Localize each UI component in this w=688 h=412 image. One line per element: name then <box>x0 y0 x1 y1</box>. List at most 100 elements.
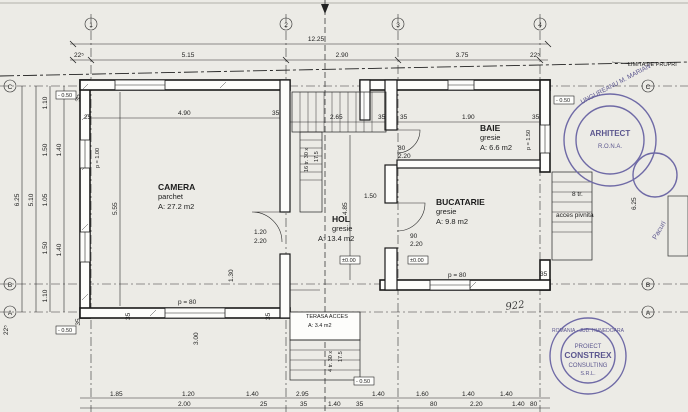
secondary-stamp <box>632 152 678 198</box>
dim-left-8: 22⁵ <box>3 325 10 335</box>
wall-stair-right <box>359 79 371 121</box>
dim-top-3: 2.90 <box>336 52 349 59</box>
dim-left-6: 1.40 <box>56 143 63 156</box>
level-tag-3: - 0.50 <box>58 328 72 334</box>
dim-sill-bucatarie: p = 80 <box>448 272 467 279</box>
dim-left-5: 1.10 <box>42 289 49 302</box>
dim-inner-5: 35 <box>532 114 540 121</box>
dim-door-baie-w: 80 <box>398 145 406 152</box>
dim-bottom-14: 80 <box>530 401 538 408</box>
dim-door-kit-w: 90 <box>410 233 418 240</box>
dim-door-kit-h: 2.20 <box>410 241 423 248</box>
dim-left-9: 35 <box>75 318 82 326</box>
dim-left-7: 1.40 <box>56 243 63 256</box>
stair-rise: 17.5 <box>314 151 320 162</box>
dim-inner-4: 35 <box>400 114 408 121</box>
dim-inner-3: 25 <box>84 114 92 121</box>
dim-top-2: 5.15 <box>182 52 195 59</box>
dim-bottom-12: 1.40 <box>500 391 513 398</box>
dim-bottom-7: 1.40 <box>372 391 385 398</box>
property-limit-label: LIMITA DE PROPRI <box>628 62 677 68</box>
room-baie-name: BAIE <box>480 123 501 133</box>
axis-label-1: 1 <box>89 22 93 29</box>
room-camera-finish: parchet <box>158 192 184 201</box>
basement-access-label: acces pivnita <box>556 212 594 219</box>
architect-stamp-sub: R.O.N.A. <box>598 144 622 150</box>
exterior-staircase: 4 tr. 30 x 17.5 <box>289 311 361 381</box>
room-bucatarie-name: BUCATARIE <box>436 197 485 207</box>
dim-inner-8: 35 <box>540 271 548 278</box>
company-stamp-line1: PROIECT <box>575 344 602 350</box>
axis-label-a: A <box>8 310 13 317</box>
company-stamp-line4: S.R.L. <box>580 371 596 377</box>
wall-camera-hol-upper <box>279 79 291 213</box>
doors <box>251 129 426 291</box>
dim-overall: 12.25 <box>308 36 325 43</box>
dim-door-camera-w: 1.20 <box>254 229 267 236</box>
dim-bottom-15: 25 <box>260 401 268 408</box>
level-tag-4: - 0.50 <box>356 379 370 385</box>
level-tag-hol: ±0.00 <box>342 258 356 264</box>
level-tag-kitchen: ±0.00 <box>410 258 424 264</box>
door-camera <box>251 211 283 243</box>
dim-left-4: 1.50 <box>42 241 49 254</box>
dim-left-overall: 6.25 <box>14 193 21 206</box>
room-bucatarie-finish: gresie <box>436 207 456 216</box>
dim-inner-6: 35 <box>125 312 132 320</box>
dim-hol-opening: 1.50 <box>364 193 377 200</box>
dim-top-5: 22⁵ <box>530 52 540 59</box>
ext-stair-count: 4 tr. 30 x <box>328 351 334 372</box>
section-arrow-icon <box>321 4 329 14</box>
room-labels: CAMERA parchet A: 27.2 m2 HOL gresie A: … <box>158 123 512 329</box>
dim-top-1: 22⁵ <box>74 52 84 59</box>
basement-stair-count: 8 tr. <box>572 191 583 198</box>
inner-dimensions: 4.90 35 2.65 35 1.90 25 35 35 35 35 35 5… <box>84 92 638 345</box>
basement-stair: 8 tr. acces pivnita <box>551 171 594 261</box>
property-limit: LIMITA DE PROPRI <box>0 61 688 77</box>
company-stamp: ROMANIA · JUD. HUNEDOARA PROIECT CONSTRE… <box>549 317 627 395</box>
dim-inner-7: 35 <box>265 312 272 320</box>
company-stamp-line3: CONSULTING <box>569 363 608 369</box>
dim-bottom-9: 1.60 <box>416 391 429 398</box>
dim-bottom-2: 2.00 <box>178 401 191 408</box>
room-hol-area: A: 13.4 m2 <box>318 234 354 243</box>
dim-inner-1: 35 <box>272 110 280 117</box>
dim-bottom-1: 1.85 <box>110 391 123 398</box>
dim-bottom-3: 1.20 <box>182 391 195 398</box>
dim-window-camera-h: 1.30 <box>228 269 235 282</box>
dim-bottom-11: 80 <box>430 401 438 408</box>
dim-top-4: 3.75 <box>456 52 469 59</box>
top-dimensions: 12.25 22⁵ 5.15 2.90 3.75 22⁵ <box>69 36 552 64</box>
dim-door-camera-h: 2.20 <box>254 238 267 245</box>
room-camera-area: A: 27.2 m2 <box>158 202 194 211</box>
axis-label-4: 4 <box>538 22 542 29</box>
dim-hol-width: 2.65 <box>330 114 343 121</box>
dim-camera-width: 4.90 <box>178 110 191 117</box>
dim-left-3: 1.05 <box>42 193 49 206</box>
dim-baie-width: 1.90 <box>462 114 475 121</box>
dim-inner-2: 35 <box>378 114 386 121</box>
room-hol-name: HOL <box>332 214 350 224</box>
door-baie <box>396 129 421 154</box>
dim-right-overall: 6.25 <box>631 197 638 210</box>
room-terasa-name: TERASA ACCES <box>306 314 348 320</box>
company-stamp-ring: ROMANIA · JUD. HUNEDOARA <box>552 328 625 334</box>
room-camera-name: CAMERA <box>158 182 195 192</box>
level-tags: - 0.50 - 0.50 - 0.50 - 0.50 ±0.00 ±0.00 <box>55 90 575 386</box>
axis-label-b-right: B <box>646 282 650 289</box>
axis-label-a-right: A <box>646 310 651 317</box>
dim-sill-baie: p = 1.50 <box>526 130 532 150</box>
level-tag-2: - 0.50 <box>556 98 570 104</box>
dim-bottom-13: 2.20 <box>470 401 483 408</box>
dim-bottom-8: 35 <box>356 401 364 408</box>
dim-door-baie-h: 2.20 <box>398 153 411 160</box>
room-baie-finish: gresie <box>480 133 500 142</box>
dim-bottom-17: 1.40 <box>512 401 525 408</box>
dim-left-2: 1.50 <box>42 143 49 156</box>
dim-terrace-h: 3.00 <box>193 332 200 345</box>
dim-left-10: 35 <box>75 94 82 102</box>
room-baie-area: A: 6.6 m2 <box>480 143 512 152</box>
interior-staircase: 16 tr. 30 x 17.5 <box>291 91 387 213</box>
